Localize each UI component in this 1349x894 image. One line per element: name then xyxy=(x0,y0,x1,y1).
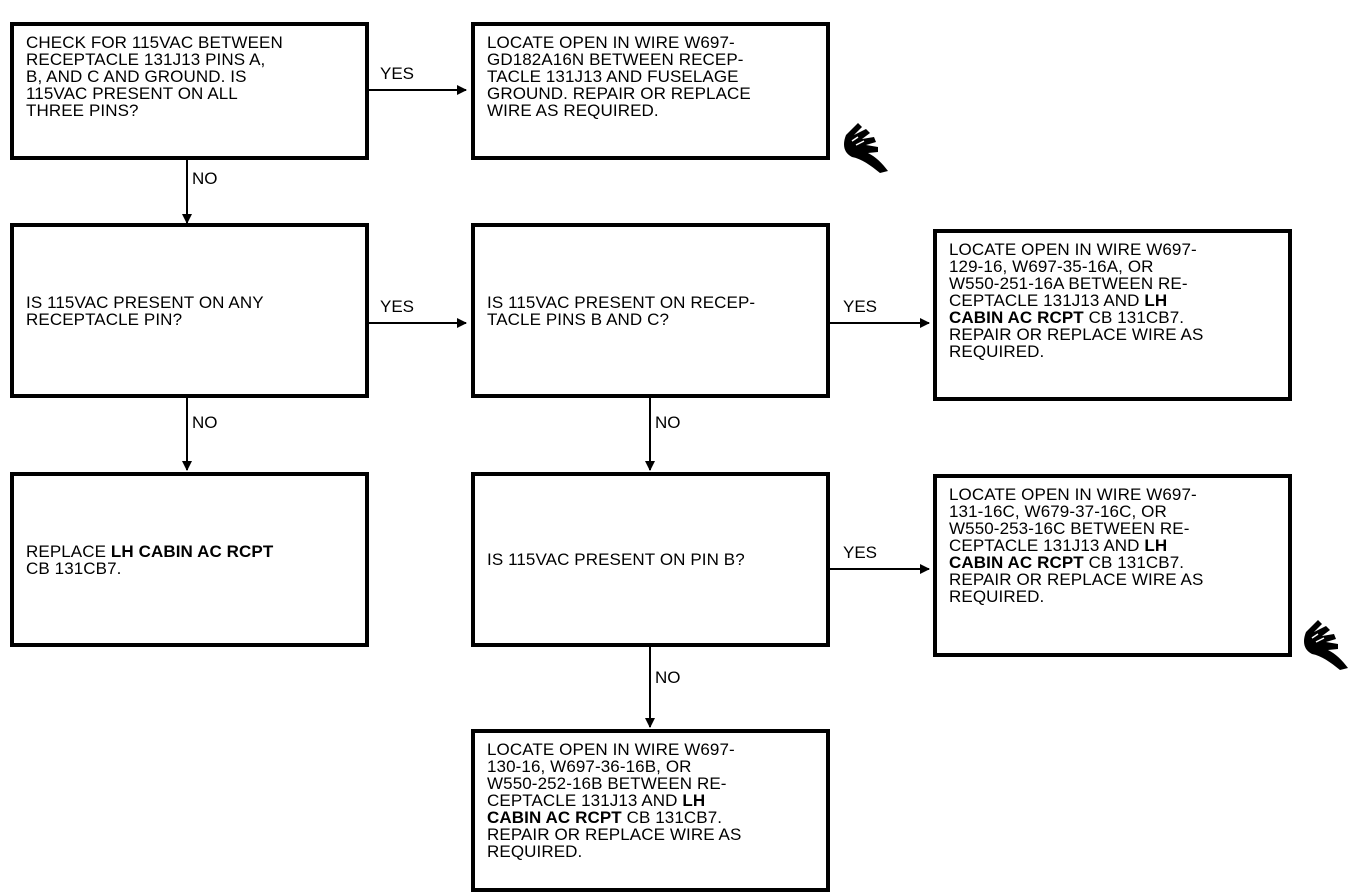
result-locate-open-wire-131: LOCATE OPEN IN WIRE W697- 131-16C, W679-… xyxy=(933,474,1292,657)
text-part: LOCATE OPEN IN WIRE W697- 131-16C, W679-… xyxy=(949,485,1197,555)
text-part: LOCATE OPEN IN WIRE W697- 130-16, W697-3… xyxy=(487,740,735,810)
text-part: CB 131CB7. REPAIR OR REPLACE WIRE AS REQ… xyxy=(949,308,1204,361)
control-name: LH xyxy=(1144,291,1168,310)
step-text: IS 115VAC PRESENT ON PIN B? xyxy=(487,550,745,569)
yes-label: YES xyxy=(843,543,878,562)
result-replace-breaker: REPLACE LH CABIN AC RCPT CB 131CB7. xyxy=(10,472,369,647)
step-text: REPLACE LH CABIN AC RCPT CB 131CB7. xyxy=(26,541,274,578)
step-check-any-pin: IS 115VAC PRESENT ON ANY RECEPTACLE PIN? xyxy=(10,223,369,398)
pointing-hand-icon xyxy=(1304,620,1348,670)
pointing-hand-icon xyxy=(844,123,888,173)
no-label: NO xyxy=(192,413,218,432)
control-name: CABIN AC RCPT xyxy=(949,553,1084,572)
yes-label: YES xyxy=(380,297,415,316)
no-label: NO xyxy=(655,413,681,432)
no-label: NO xyxy=(655,668,681,687)
control-name: LH xyxy=(1144,536,1168,555)
no-label: NO xyxy=(192,169,218,188)
yes-label: YES xyxy=(843,297,878,316)
control-name: CABIN AC RCPT xyxy=(487,808,622,827)
text-part: CB 131CB7. REPAIR OR REPLACE WIRE AS REQ… xyxy=(487,808,742,861)
step-check-115vac-all-pins: CHECK FOR 115VAC BETWEEN RECEPTACLE 131J… xyxy=(10,22,369,160)
step-check-pins-b-c: IS 115VAC PRESENT ON RECEP- TACLE PINS B… xyxy=(471,223,830,398)
step-check-pin-b: IS 115VAC PRESENT ON PIN B? xyxy=(471,472,830,647)
text-part: REPLACE xyxy=(26,541,111,561)
result-locate-open-ground-wire: LOCATE OPEN IN WIRE W697- GD182A16N BETW… xyxy=(471,22,830,160)
step-text: LOCATE OPEN IN WIRE W697- 131-16C, W679-… xyxy=(949,485,1203,606)
step-text: IS 115VAC PRESENT ON RECEP- TACLE PINS B… xyxy=(487,292,756,329)
control-name: LH CABIN AC RCPT xyxy=(110,541,274,561)
text-part: CB 131CB7. xyxy=(26,558,122,578)
yes-label: YES xyxy=(380,64,415,83)
step-text: LOCATE OPEN IN WIRE W697- 129-16, W697-3… xyxy=(949,240,1203,361)
result-locate-open-wire-129: LOCATE OPEN IN WIRE W697- 129-16, W697-3… xyxy=(933,229,1292,401)
result-locate-open-wire-130: LOCATE OPEN IN WIRE W697- 130-16, W697-3… xyxy=(471,729,830,892)
control-name: LH xyxy=(682,791,706,810)
control-name: CABIN AC RCPT xyxy=(949,308,1084,327)
step-text: LOCATE OPEN IN WIRE W697- GD182A16N BETW… xyxy=(487,33,751,120)
text-part: CB 131CB7. REPAIR OR REPLACE WIRE AS REQ… xyxy=(949,553,1204,606)
step-text: CHECK FOR 115VAC BETWEEN RECEPTACLE 131J… xyxy=(26,33,283,120)
step-text: IS 115VAC PRESENT ON ANY RECEPTACLE PIN? xyxy=(26,292,264,329)
step-text: LOCATE OPEN IN WIRE W697- 130-16, W697-3… xyxy=(487,740,741,861)
text-part: LOCATE OPEN IN WIRE W697- 129-16, W697-3… xyxy=(949,240,1197,310)
